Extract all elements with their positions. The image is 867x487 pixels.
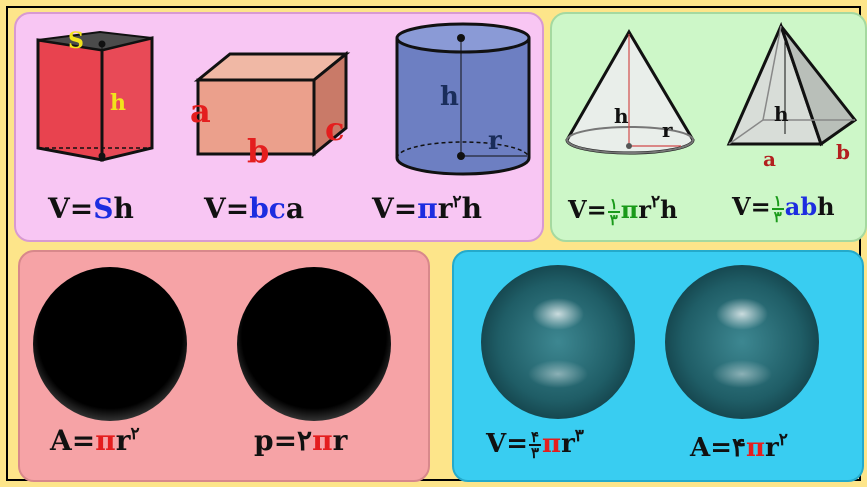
prism-height-label: h — [110, 90, 126, 116]
box-label-c: c — [325, 110, 345, 148]
rectangular-box-figure — [193, 50, 351, 158]
pyramid-label-a: a — [763, 147, 776, 171]
cylinder-volume-formula: V=πr۲h — [372, 192, 482, 225]
circle-perimeter-formula: p=۲πr — [254, 424, 348, 457]
triangular-prism-figure — [36, 30, 154, 162]
prism-volume-formula: V=Sh — [48, 192, 134, 225]
cylinder-height-label: h — [440, 82, 459, 112]
cone-height-label: h — [614, 104, 629, 128]
cylinder-figure — [395, 22, 531, 176]
pyramid-height-label: h — [774, 102, 789, 126]
circle-perimeter-figure — [237, 267, 391, 421]
circle-area-formula: A=πr۲ — [50, 424, 140, 457]
box-volume-formula: V=bca — [204, 192, 304, 225]
cone-figure — [565, 29, 695, 155]
box-label-b: b — [247, 132, 270, 170]
cylinder-radius-label: r — [488, 126, 502, 156]
sphere-area-formula: A=۴πr۲ — [690, 430, 788, 463]
pyramid-figure — [726, 21, 858, 147]
prism-base-label: S — [68, 28, 84, 54]
pyramid-label-b: b — [836, 140, 850, 164]
cone-radius-label: r — [662, 118, 673, 142]
circle-area-figure — [33, 267, 187, 421]
box-label-a: a — [190, 92, 211, 130]
sphere-volume-figure — [481, 265, 635, 419]
sphere-area-figure — [665, 265, 819, 419]
